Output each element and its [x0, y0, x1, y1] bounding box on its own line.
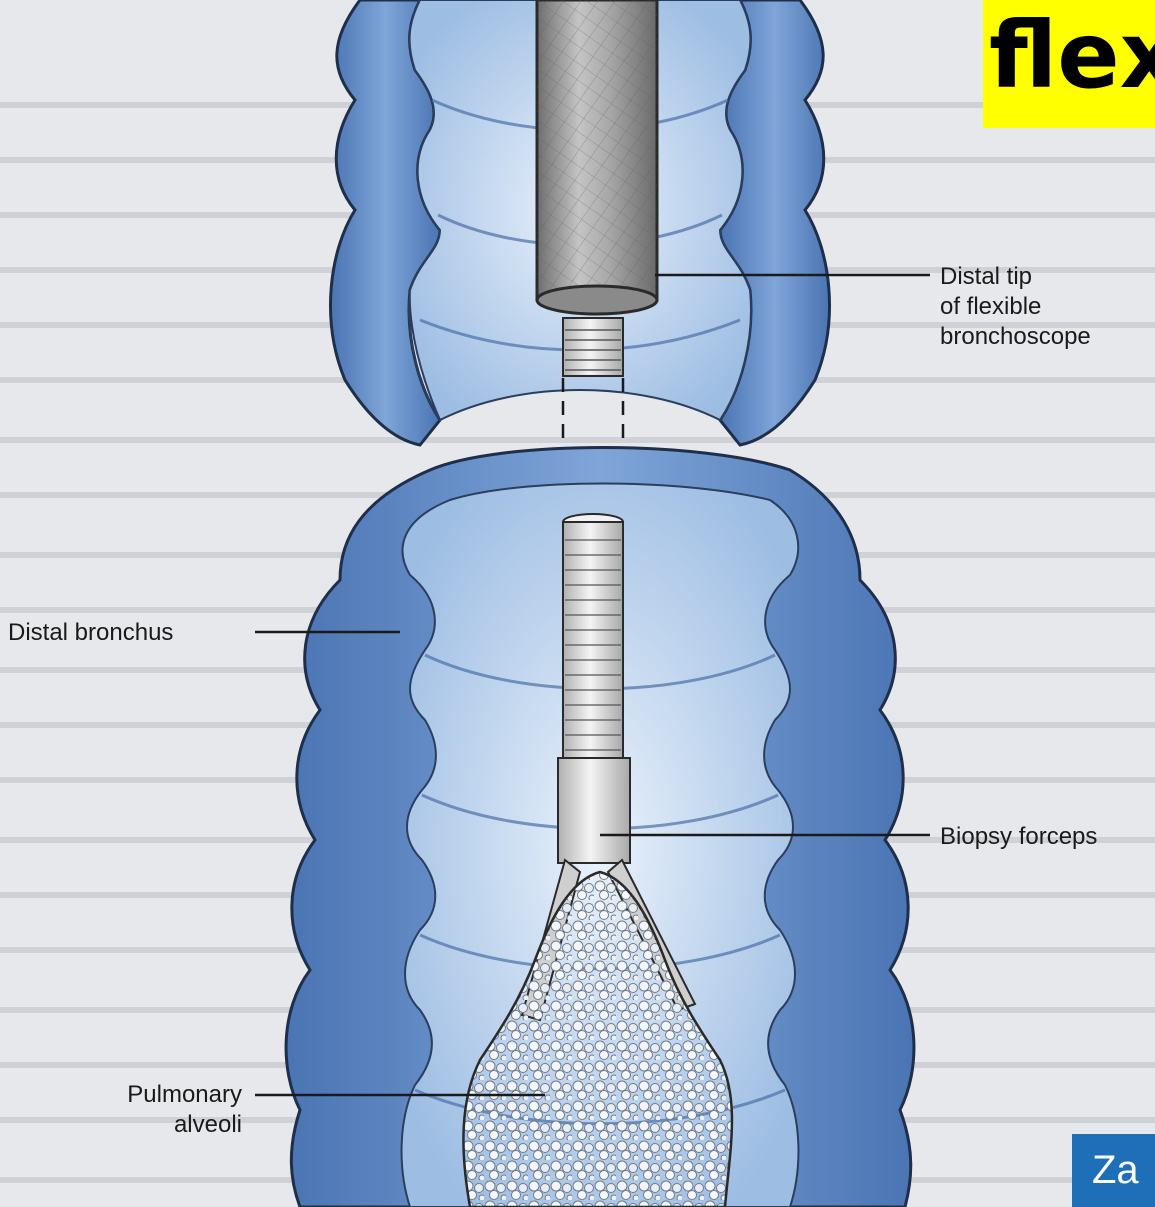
label-distal-tip-line2: of flexible [940, 292, 1091, 322]
label-distal-tip-line3: bronchoscope [940, 322, 1091, 352]
title-fragment: flex [989, 0, 1155, 116]
label-distal-bronchus: Distal bronchus [8, 618, 173, 648]
title-banner: flex [983, 0, 1155, 128]
bronchoscope-tip [537, 286, 657, 314]
corner-badge: Za [1072, 1134, 1155, 1207]
forceps-catheter [563, 522, 623, 760]
bronchoscope-channel [563, 318, 623, 376]
label-pulmonary-alveoli-line1: Pulmonary [90, 1080, 242, 1110]
label-biopsy-forceps: Biopsy forceps [940, 822, 1097, 852]
corner-badge-text: Za [1092, 1148, 1139, 1193]
label-distal-tip: Distal tip of flexible bronchoscope [940, 262, 1091, 352]
label-pulmonary-alveoli-line2: alveoli [90, 1110, 242, 1140]
forceps-head [558, 758, 630, 863]
label-pulmonary-alveoli: Pulmonary alveoli [90, 1080, 242, 1140]
label-distal-tip-line1: Distal tip [940, 262, 1091, 292]
